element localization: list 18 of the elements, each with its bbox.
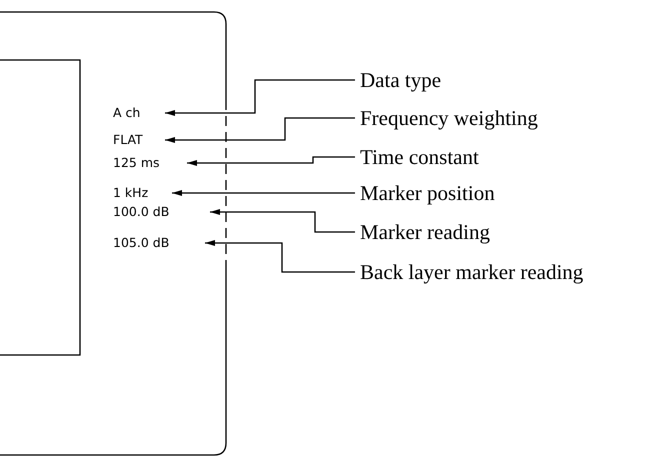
leader-line (210, 209, 355, 233)
display-reading: 105.0 dB (113, 235, 205, 251)
callout-label: Marker reading (360, 220, 490, 244)
leader-line (165, 79, 355, 116)
display-reading: 100.0 dB (113, 204, 210, 220)
leader-line (172, 190, 355, 196)
display-reading: 125 ms (113, 155, 187, 171)
display-reading: FLAT (113, 132, 165, 148)
display-reading: A ch (113, 105, 165, 121)
callout-label: Frequency weighting (360, 106, 538, 130)
leader-line (205, 240, 355, 273)
display-reading: 1 kHz (113, 185, 172, 201)
callout-label: Data type (360, 68, 442, 92)
leader-line (165, 117, 355, 143)
callout-label: Marker position (360, 181, 495, 205)
callout-label: Time constant (360, 145, 479, 169)
callout-label: Back layer marker reading (360, 260, 584, 284)
leader-line (187, 156, 355, 166)
